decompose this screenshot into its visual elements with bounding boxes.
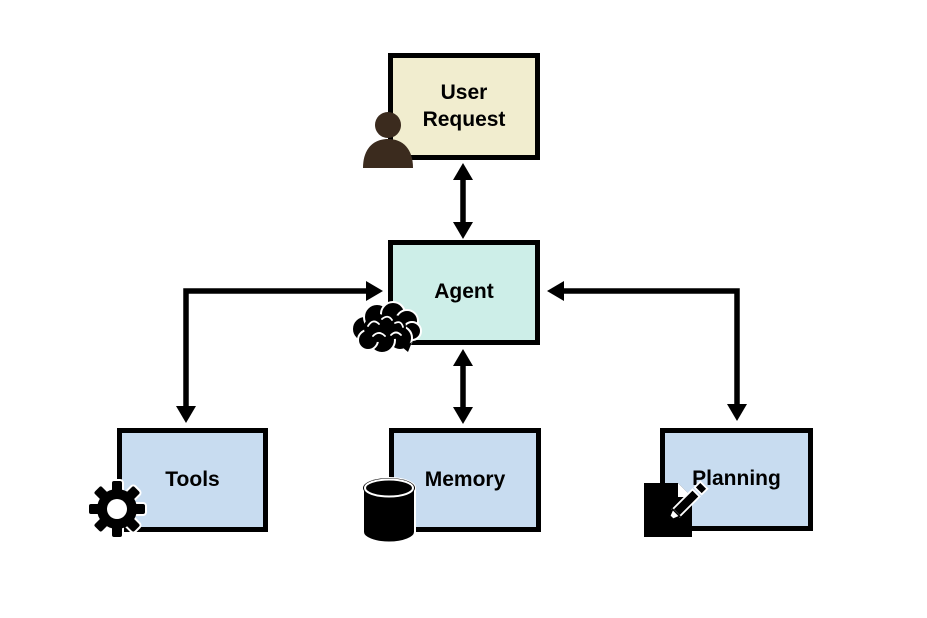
connector-agent-memory (453, 349, 473, 424)
arrow-head-down (453, 407, 473, 424)
node-label-planning: Planning (692, 467, 781, 491)
arrow-elbow-shaft (183, 288, 367, 407)
gear-icon (87, 479, 147, 539)
connector-user-request-agent (453, 163, 473, 239)
arrow-head-up (453, 163, 473, 180)
node-planning: Planning (660, 428, 813, 531)
person-icon (363, 112, 413, 168)
node-label-user-request: User Request (422, 81, 506, 131)
arrow-head-down (453, 222, 473, 239)
arrow-head-right (366, 281, 383, 301)
brain-icon (351, 301, 422, 354)
arrow-head-up (453, 349, 473, 366)
arrow-head-down (176, 406, 196, 423)
arrow-head-left (547, 281, 564, 301)
connector-agent-tools (176, 281, 383, 423)
node-label-memory: Memory (424, 467, 506, 491)
arrow-elbow-shaft (563, 288, 740, 405)
database-icon (362, 477, 416, 544)
node-label-tools: Tools (165, 467, 220, 491)
node-user-request: User Request (388, 53, 540, 160)
node-label-agent: Agent (434, 280, 494, 304)
arrow-head-down (727, 404, 747, 421)
document-pencil-icon (644, 480, 709, 537)
connector-agent-planning (547, 281, 747, 421)
